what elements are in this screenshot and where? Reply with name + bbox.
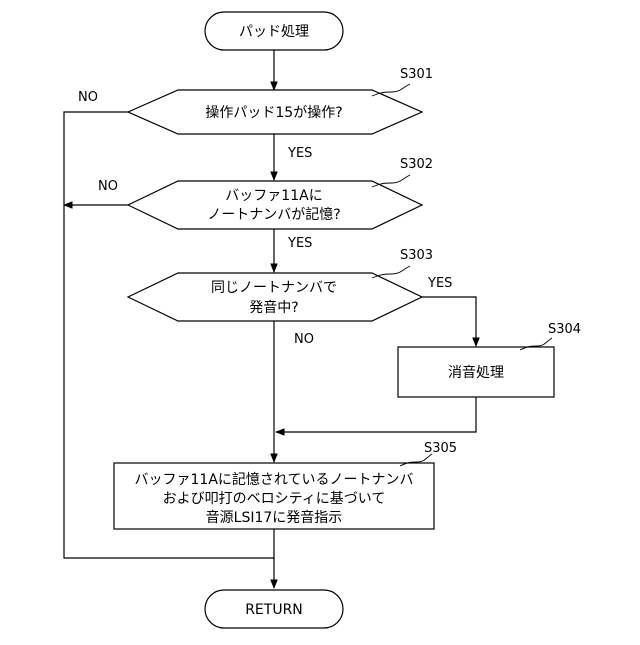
decision-s302: バッファ11Aに ノートナンバが記憶? <box>128 181 422 229</box>
s303-no-label: NO <box>294 332 314 347</box>
s302-line1: バッファ11Aに <box>225 188 322 204</box>
s302-line2: ノートナンバが記憶? <box>207 206 340 223</box>
s301-leader-line <box>372 84 410 96</box>
start-terminal: パッド処理 <box>205 12 343 50</box>
s302-step-id: S302 <box>400 157 433 172</box>
s301-yes-label: YES <box>287 146 312 161</box>
process-s304: 消音処理 <box>398 347 554 397</box>
arrow-s303-yes-to-s304 <box>422 297 476 346</box>
s301-step-id: S301 <box>400 67 433 82</box>
s305-line3: 音源LSI17に発音指示 <box>206 509 343 526</box>
s301-no-label: NO <box>78 90 98 105</box>
return-terminal: RETURN <box>205 590 343 628</box>
s302-leader-line <box>372 175 410 187</box>
s303-line2: 発音中? <box>249 299 298 316</box>
process-s305: バッファ11Aに記憶されているノートナンバ および叩打のベロシティに基づいて 音… <box>114 463 434 529</box>
decision-s301: 操作パッド15が操作? <box>128 90 422 134</box>
s305-step-id: S305 <box>424 441 457 456</box>
decision-s303: 同じノートナンバで 発音中? <box>128 273 422 321</box>
s304-text: 消音処理 <box>448 364 504 381</box>
s303-line1: 同じノートナンバで <box>211 280 337 296</box>
s303-leader-line <box>372 266 410 278</box>
return-label: RETURN <box>245 602 303 618</box>
s305-line1: バッファ11Aに記憶されているノートナンバ <box>135 471 414 488</box>
s302-yes-label: YES <box>287 236 312 251</box>
start-label: パッド処理 <box>239 24 309 40</box>
s302-no-label: NO <box>98 179 118 194</box>
s304-step-id: S304 <box>548 322 581 337</box>
s305-line2: および叩打のベロシティに基づいて <box>163 490 386 507</box>
s303-yes-label: YES <box>427 276 452 291</box>
s301-question: 操作パッド15が操作? <box>205 105 342 121</box>
s303-step-id: S303 <box>400 248 433 263</box>
arrow-s304-to-merge <box>276 397 476 432</box>
